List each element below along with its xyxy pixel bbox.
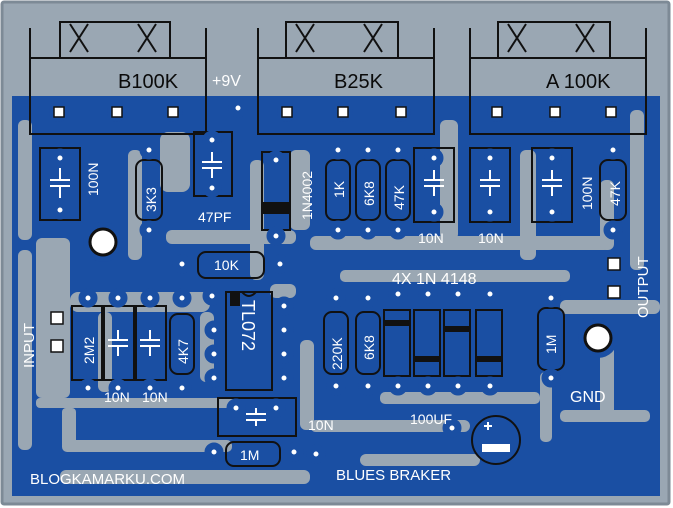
- label-r-220k: 220K: [329, 337, 345, 370]
- label-c-10n-a: 10N: [418, 230, 444, 246]
- solder-pads: [49, 98, 623, 464]
- label-c-10n-e: 10N: [308, 417, 334, 433]
- cap-symbols: [50, 152, 562, 426]
- label-ic: TL072: [238, 300, 258, 351]
- pot-brackets: [29, 28, 647, 58]
- pot-mid-label: B25K: [334, 71, 384, 93]
- label-r-4k7: 4K7: [175, 339, 191, 364]
- mounting-holes: [83, 222, 618, 358]
- pot-right: A 100K: [469, 21, 647, 135]
- diode-bands: [230, 202, 502, 362]
- supply-label: +9V: [212, 73, 241, 90]
- label-r-6k8-top: 6K8: [361, 181, 377, 206]
- label-r-47k-right: 47K: [607, 180, 623, 206]
- label-c-100n-right: 100N: [579, 177, 595, 210]
- ic-notch: [241, 291, 257, 297]
- label-r-2m2: 2M2: [81, 337, 97, 364]
- website-label: BLOGKAMARKU.COM: [30, 471, 185, 488]
- board-title: BLUES BRAKER: [336, 467, 451, 484]
- label-c-10n-d: 10N: [142, 389, 168, 405]
- pot-mid: B25K: [257, 21, 435, 135]
- diodes-label: 4X 1N 4148: [392, 271, 477, 288]
- pot-left-label: B100K: [118, 71, 179, 93]
- ground-label: GND: [570, 389, 606, 406]
- label-r-47k-mid: 47K: [391, 184, 407, 210]
- input-label: INPUT: [21, 323, 38, 368]
- label-c-10n-c: 10N: [104, 389, 130, 405]
- label-c-47pf: 47PF: [198, 209, 231, 225]
- pot-right-label: A 100K: [546, 71, 611, 93]
- label-c-100n-left: 100N: [85, 163, 101, 196]
- label-r-6k8-bot: 6K8: [361, 335, 377, 360]
- label-r-1m-bot: 1M: [240, 447, 259, 463]
- electrolytic-cap-100uf: [471, 415, 521, 465]
- pot-left: B100K: [29, 21, 207, 135]
- label-d-1n4002: 1N4002: [299, 171, 315, 220]
- output-label: OUTPUT: [635, 256, 652, 318]
- label-r-3k3: 3K3: [143, 187, 159, 212]
- label-r-1k: 1K: [331, 180, 347, 198]
- label-r-1m-right: 1M: [543, 335, 559, 354]
- label-r-10k: 10K: [214, 257, 240, 273]
- label-c-10n-b: 10N: [478, 230, 504, 246]
- label-c-100uf: 100UF: [410, 411, 452, 427]
